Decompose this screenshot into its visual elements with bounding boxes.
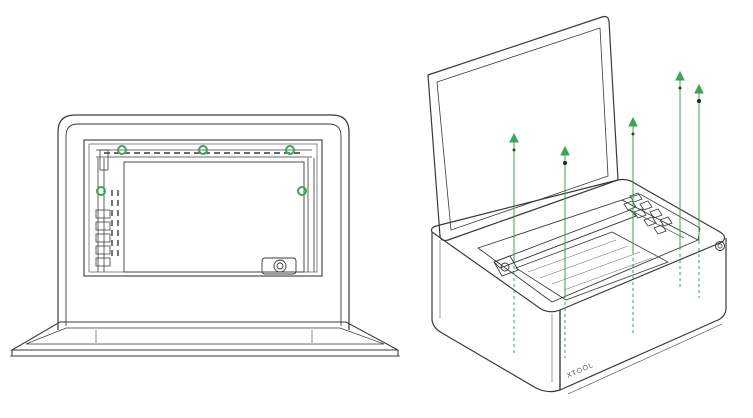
right-side-rail <box>307 158 315 272</box>
body-side-face <box>559 238 727 391</box>
work-bed <box>123 161 305 273</box>
up-arrow-icon <box>675 70 685 290</box>
front-view-inner-frame <box>65 123 342 326</box>
carriage-blocks <box>623 192 673 235</box>
front-view-outer-frame <box>57 114 350 330</box>
left-side-rail <box>95 149 119 272</box>
screw-circle-icon <box>285 145 295 155</box>
brand-label: XTOOL <box>566 362 595 380</box>
up-arrow-icon <box>628 116 638 336</box>
up-arrow-icon <box>509 132 519 356</box>
work-bed-iso <box>515 231 669 301</box>
removal-arrows <box>509 70 704 358</box>
laser-head-iso <box>493 255 519 277</box>
body-front-face <box>431 232 561 393</box>
top-rail <box>96 149 312 158</box>
front-view-panel <box>9 114 400 357</box>
power-button-icon <box>715 241 725 251</box>
iso-view-panel <box>427 15 727 395</box>
front-view-window <box>83 139 323 277</box>
screw-circle-icon <box>96 186 106 196</box>
body-cavity <box>477 199 700 303</box>
up-arrow-icon <box>694 83 704 298</box>
screw-circle-icon <box>117 145 127 155</box>
screw-circle-icon <box>297 186 307 196</box>
front-view-base <box>9 321 400 357</box>
screw-circle-icon <box>198 145 208 155</box>
open-lid <box>427 15 619 242</box>
screw-markers <box>96 145 307 196</box>
up-arrow-icon <box>560 145 570 358</box>
laser-head <box>261 257 297 275</box>
body-top-outline <box>430 178 726 313</box>
